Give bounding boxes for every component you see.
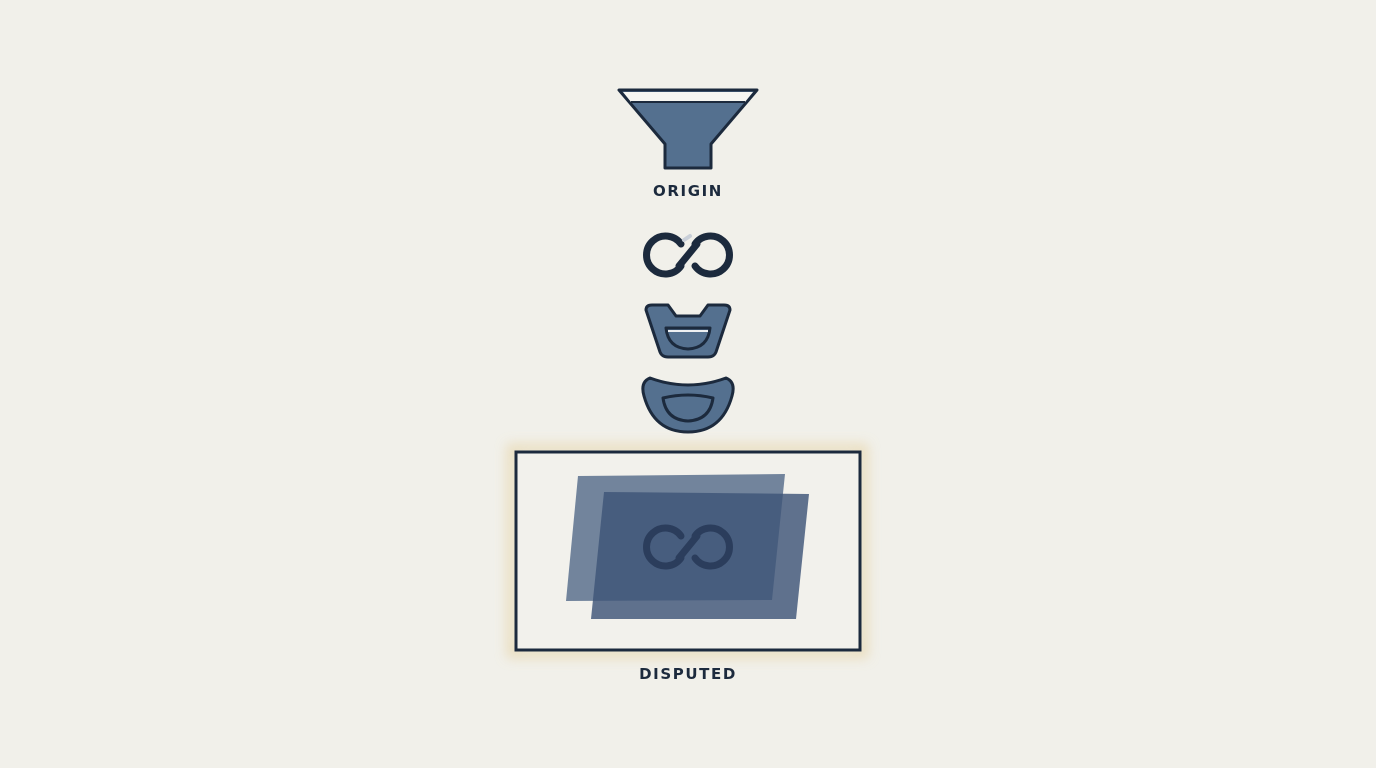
overlapping-documents-icon [566, 474, 809, 619]
chain-link-icon [643, 232, 733, 278]
bowl-icon-rounded [641, 376, 735, 434]
funnel-icon [617, 88, 759, 170]
bowl-icon [644, 303, 732, 359]
origin-label: ORIGIN [653, 182, 723, 200]
disputed-label: DISPUTED [639, 665, 737, 683]
chain-link-icon [643, 524, 733, 570]
